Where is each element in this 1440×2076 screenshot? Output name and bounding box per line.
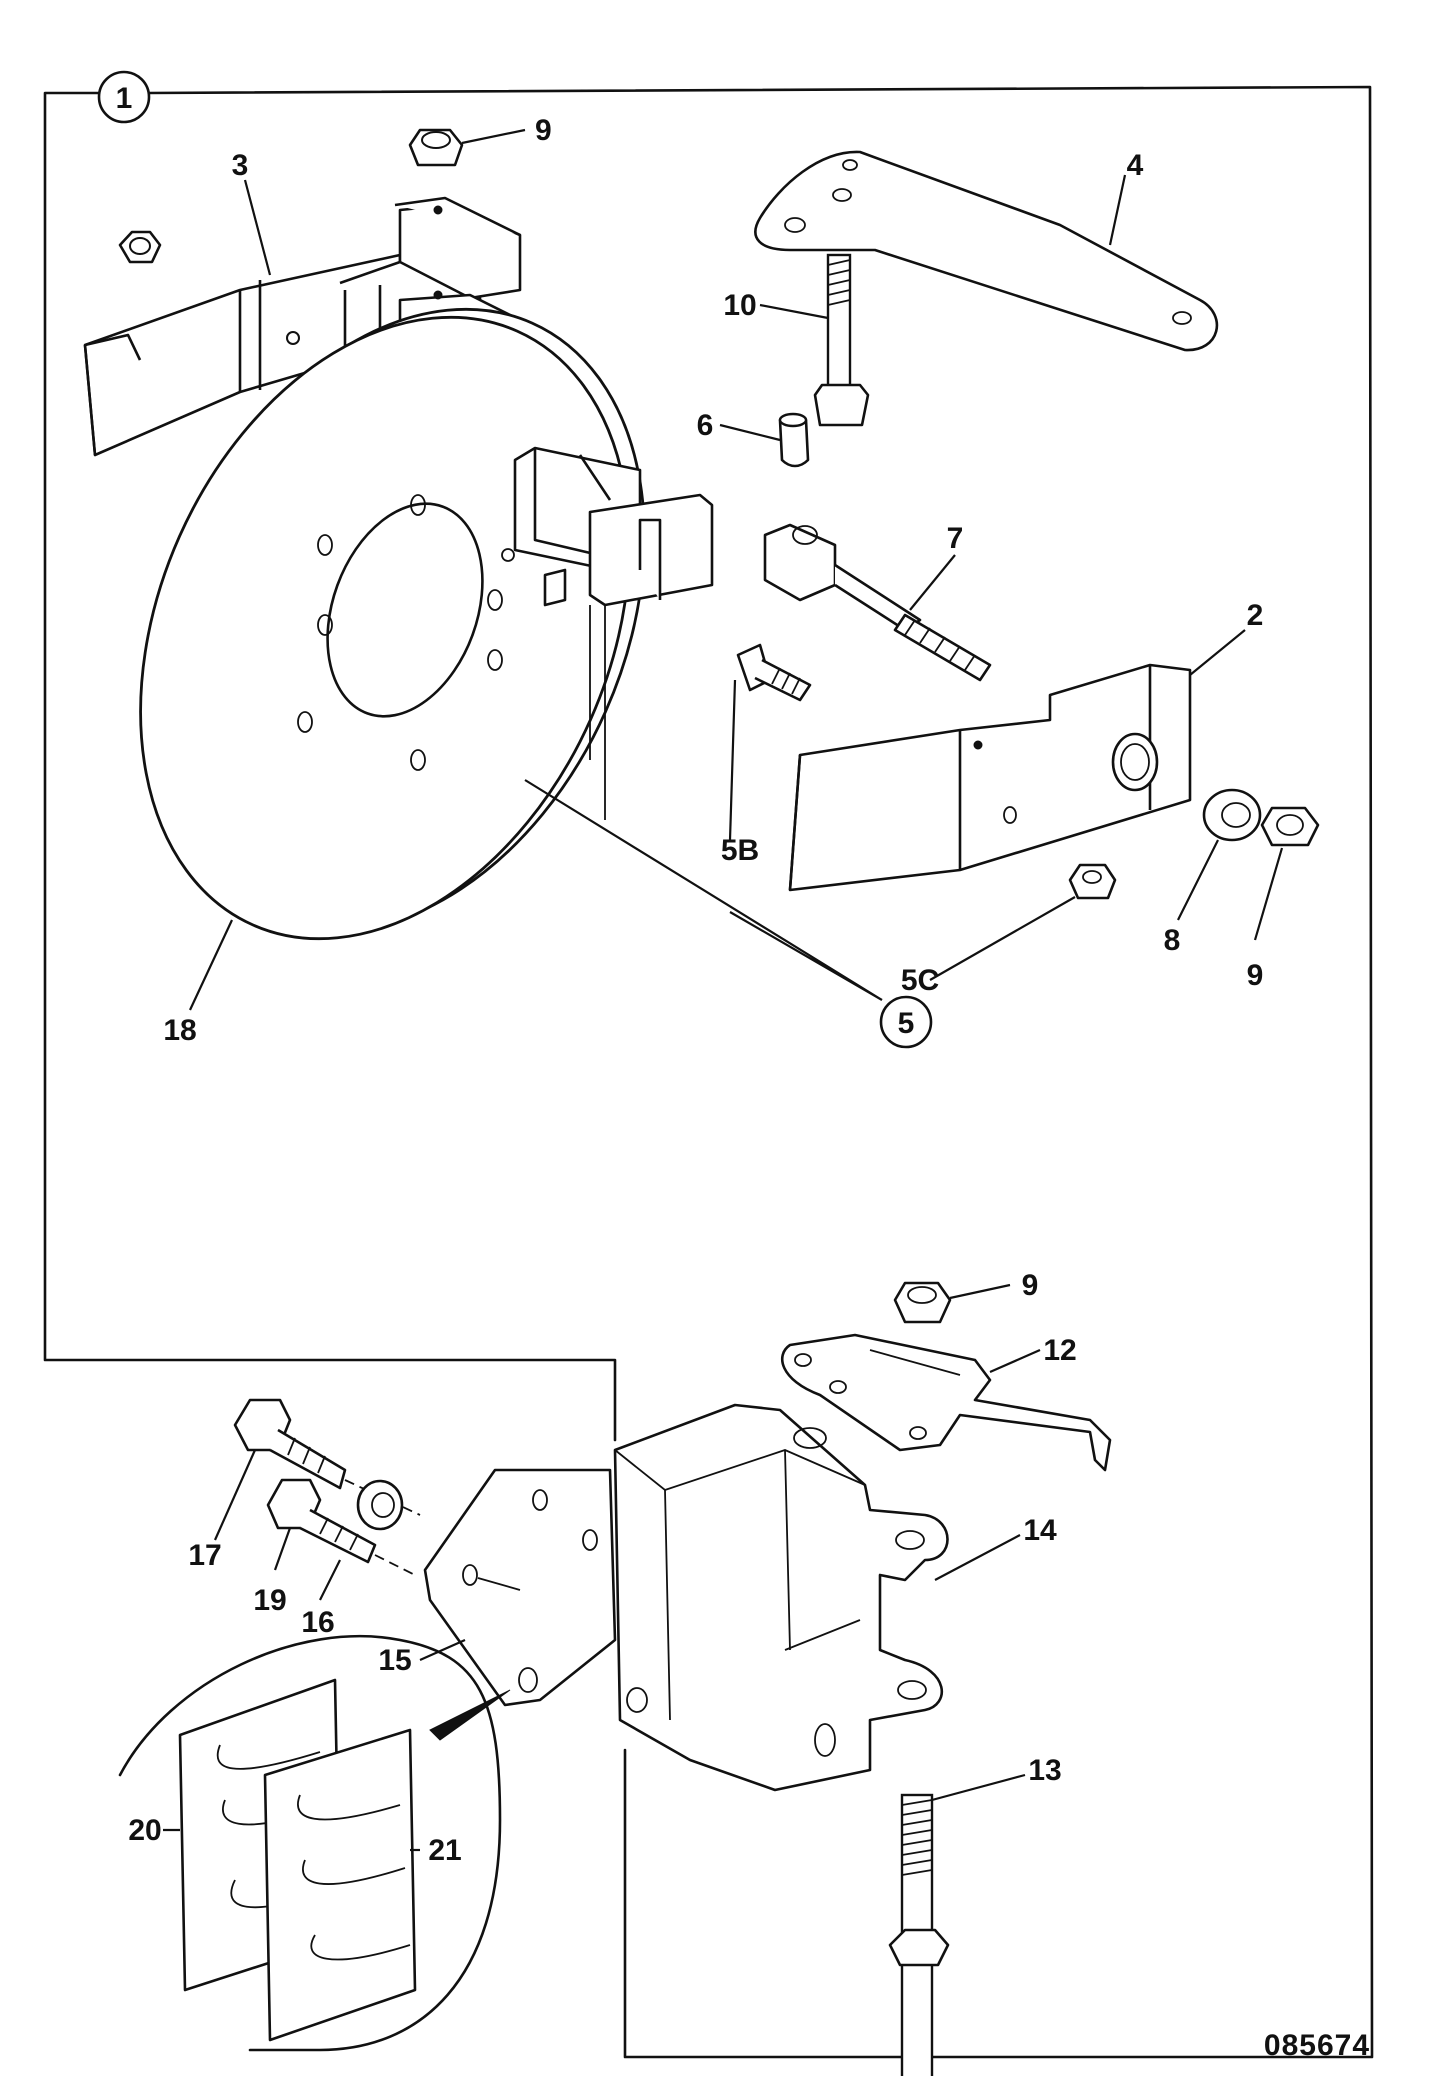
part-9-nut-middle	[1260, 806, 1320, 847]
svg-text:9: 9	[1022, 1269, 1039, 1302]
part-18-callout[interactable]: 18	[163, 919, 233, 1047]
svg-text:18: 18	[163, 1014, 196, 1047]
part-5b-screw	[736, 643, 812, 702]
part-12-clip	[781, 1333, 1112, 1472]
document-number: 085674	[1264, 2029, 1370, 2062]
svg-text:5C: 5C	[901, 964, 939, 997]
svg-text:16: 16	[301, 1606, 334, 1639]
part-12-callout[interactable]: 12	[989, 1334, 1077, 1374]
part-8-callout[interactable]: 8	[1164, 839, 1219, 957]
part-6-callout[interactable]: 6	[697, 409, 781, 442]
part-20-callout[interactable]: 20	[128, 1814, 180, 1847]
part-19-bolt	[266, 1478, 416, 1576]
part-5-callout[interactable]: 5	[524, 779, 933, 1049]
part-5b-callout[interactable]: 5B	[721, 679, 759, 867]
part-16-callout[interactable]: 16	[301, 1559, 341, 1639]
svg-text:5B: 5B	[721, 834, 759, 867]
svg-text:1: 1	[116, 82, 133, 115]
svg-text:5: 5	[898, 1007, 915, 1040]
part-14-callout[interactable]: 14	[934, 1514, 1057, 1581]
part-3-callout[interactable]: 3	[232, 149, 272, 276]
part-15-adaptor-plate	[423, 1468, 617, 1707]
svg-text:6: 6	[697, 409, 714, 442]
part-7-clevis-rod	[763, 523, 992, 682]
part-2-callout[interactable]: 2	[1189, 599, 1264, 676]
shim-detail-view	[118, 1634, 511, 2052]
part-17-callout[interactable]: 17	[188, 1449, 257, 1572]
part-2-bracket	[788, 663, 1192, 892]
svg-text:9: 9	[1247, 959, 1264, 992]
svg-text:9: 9	[535, 114, 552, 147]
part-5c-nut	[1068, 863, 1117, 900]
part-5c-callout[interactable]: 5C	[901, 896, 1076, 997]
svg-text:10: 10	[723, 289, 756, 322]
part-14-mounting-bracket	[613, 1403, 949, 1792]
svg-text:8: 8	[1164, 924, 1181, 957]
part-21-callout[interactable]: 21	[410, 1834, 462, 1867]
part-7-callout[interactable]: 7	[909, 522, 964, 611]
brake-pads	[501, 446, 714, 820]
svg-text:21: 21	[428, 1834, 461, 1867]
part-13-long-bolt	[888, 1793, 950, 2076]
part-9-nut-top	[408, 128, 464, 167]
svg-text:2: 2	[1247, 599, 1264, 632]
svg-text:17: 17	[188, 1539, 221, 1572]
part-9-callout-top[interactable]: 9	[461, 114, 552, 147]
svg-text:7: 7	[947, 522, 964, 555]
svg-text:13: 13	[1028, 1754, 1061, 1787]
svg-text:12: 12	[1043, 1334, 1076, 1367]
part-10-callout[interactable]: 10	[723, 289, 829, 322]
part-9-callout-middle[interactable]: 9	[1247, 847, 1284, 992]
part-4-callout[interactable]: 4	[1108, 149, 1144, 246]
part-17-bolt	[233, 1398, 421, 1516]
part-10-bolt	[813, 253, 870, 427]
svg-text:19: 19	[253, 1584, 286, 1617]
lock-nut-upper-left	[118, 230, 162, 264]
part-15-callout[interactable]: 15	[378, 1638, 466, 1677]
part-6-pin	[778, 412, 810, 468]
part-8-washer	[1202, 788, 1262, 842]
svg-text:14: 14	[1023, 1514, 1057, 1547]
assembly-callout-1[interactable]: 1	[97, 70, 151, 124]
svg-text:15: 15	[378, 1644, 411, 1677]
part-9-callout-lower[interactable]: 9	[949, 1269, 1039, 1302]
svg-text:3: 3	[232, 149, 249, 182]
part-4-plate	[754, 150, 1219, 352]
svg-text:4: 4	[1127, 149, 1144, 182]
assembly-boundary	[43, 85, 1374, 2059]
part-19-callout[interactable]: 19	[253, 1527, 292, 1617]
part-9-nut-lower	[893, 1281, 952, 1324]
part-16-washer	[356, 1479, 404, 1531]
svg-text:20: 20	[128, 1814, 161, 1847]
part-13-callout[interactable]: 13	[931, 1754, 1062, 1802]
